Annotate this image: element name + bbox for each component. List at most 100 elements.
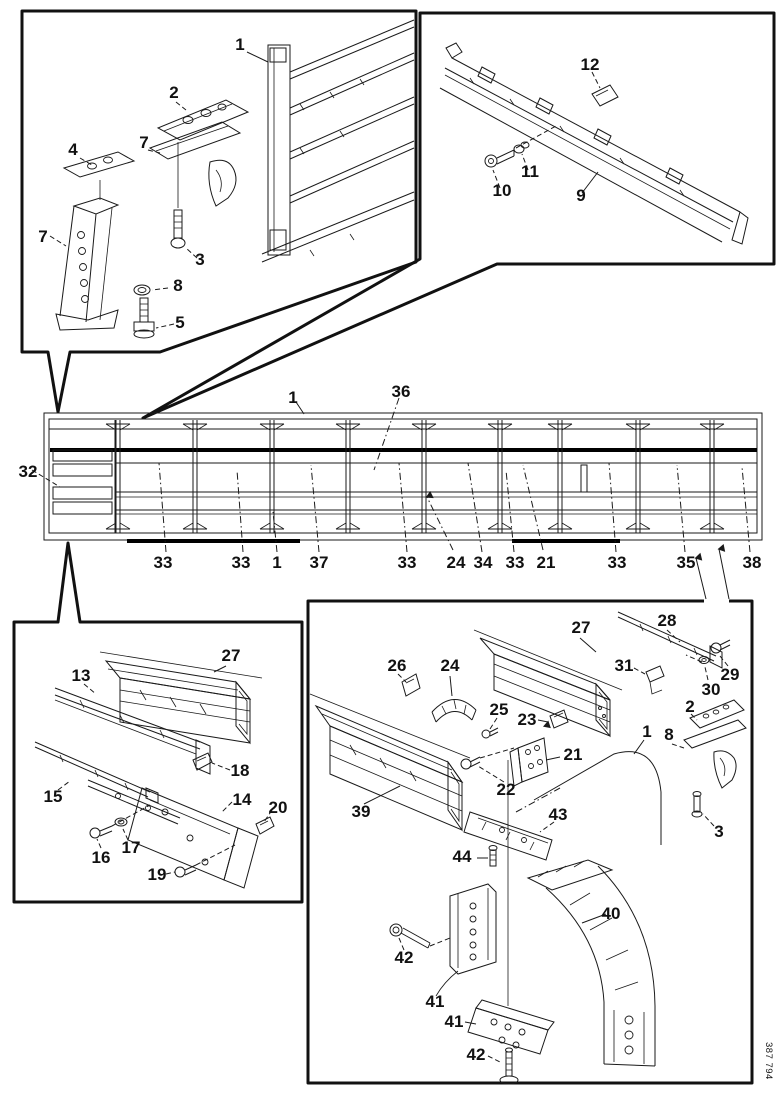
part-long-rail-drawing	[439, 42, 749, 245]
callout-20: 20	[269, 798, 288, 817]
part-plate-drawing	[689, 699, 745, 729]
callout-1: 1	[272, 553, 281, 572]
drawing-number: 387 794	[763, 1042, 774, 1080]
part-bracket-drawing	[148, 121, 242, 207]
callout-22: 22	[497, 780, 516, 799]
part-rail-drawing	[617, 611, 723, 669]
part-washer-drawing	[698, 656, 710, 664]
callout-33: 33	[232, 553, 251, 572]
part-gusset-plate-drawing	[127, 787, 259, 889]
part-shim-drawing	[255, 816, 275, 835]
part-channel-beam-drawing	[99, 651, 263, 745]
callout-43: 43	[549, 805, 568, 824]
part-shim-drawing	[192, 752, 213, 771]
frame-leader-lines	[31, 397, 751, 553]
callout-4: 4	[68, 140, 78, 159]
callout-41: 41	[426, 992, 445, 1011]
part-bolt-drawing	[710, 639, 731, 654]
callout-21: 21	[564, 745, 583, 764]
callout-13: 13	[72, 666, 91, 685]
part-bracket-drawing	[683, 719, 747, 789]
callout-19: 19	[148, 865, 167, 884]
callout-10: 10	[493, 181, 512, 200]
callout-1: 1	[235, 35, 244, 54]
callout-32: 32	[19, 462, 38, 481]
callout-25: 25	[490, 700, 509, 719]
callout-42: 42	[467, 1045, 486, 1064]
callout-35: 35	[677, 553, 696, 572]
callout-1: 1	[642, 722, 651, 741]
callout-7: 7	[139, 133, 148, 152]
part-wear-plate-drawing	[449, 883, 497, 975]
part-nut-drawing	[114, 817, 128, 827]
callout-3: 3	[714, 822, 723, 841]
part-bolt-drawing	[691, 791, 703, 818]
callout-37: 37	[310, 553, 329, 572]
callout-12: 12	[581, 55, 600, 74]
inset-box-3	[12, 541, 304, 904]
callout-34: 34	[474, 553, 493, 572]
part-nut-drawing	[133, 284, 151, 296]
callout-33: 33	[506, 553, 525, 572]
part-small-plate-drawing	[591, 71, 619, 107]
callout-9: 9	[576, 186, 585, 205]
callout-31: 31	[615, 656, 634, 675]
callout-40: 40	[602, 904, 621, 923]
callout-8: 8	[173, 276, 182, 295]
callout-27: 27	[572, 618, 591, 637]
part-plate-drawing	[156, 99, 250, 141]
callout-36: 36	[392, 382, 411, 401]
main-frame-drawing	[31, 397, 763, 553]
callout-39: 39	[352, 802, 371, 821]
callout-14: 14	[233, 790, 252, 809]
callout-38: 38	[743, 553, 762, 572]
part-arch-bracket-drawing	[526, 859, 656, 1067]
callout-33: 33	[608, 553, 627, 572]
part-bolt-drawing	[499, 1047, 519, 1085]
part-bolt-drawing	[170, 209, 186, 249]
part-bolt-drawing	[89, 825, 113, 839]
callout-44: 44	[453, 847, 472, 866]
part-small-plate-drawing	[62, 151, 136, 178]
callout-41: 41	[445, 1012, 464, 1031]
inset-box-4	[306, 543, 754, 1085]
part-rail-end-drawing	[515, 751, 662, 845]
part-strip-drawing	[87, 779, 181, 825]
part-bolt-drawing	[488, 845, 498, 867]
callout-21: 21	[537, 553, 556, 572]
part-bolt-drawing	[481, 727, 499, 739]
callout-11: 11	[521, 162, 539, 181]
callout-labels: 1 2 7 4 7 3 8 5 12 10 11 9 1 36 32 33 33…	[19, 35, 762, 1064]
crossmembers-drawing	[105, 420, 725, 533]
part-strip-drawing	[34, 741, 159, 804]
callout-26: 26	[388, 656, 407, 675]
part-support-leg-drawing	[55, 197, 120, 331]
callout-27: 27	[222, 646, 241, 665]
callout-2: 2	[685, 697, 694, 716]
part-washer-drawing	[513, 141, 530, 154]
part-bracket-drawing	[509, 737, 549, 787]
callout-33: 33	[398, 553, 417, 572]
callout-5: 5	[175, 313, 184, 332]
part-shim-drawing	[401, 673, 421, 697]
callout-23: 23	[518, 710, 537, 729]
part-rail-drawing	[54, 687, 211, 775]
callout-7: 7	[38, 227, 47, 246]
part-saddle-drawing	[431, 699, 477, 723]
part-channel-beam-drawing	[309, 693, 471, 832]
callout-2: 2	[169, 83, 178, 102]
callout-15: 15	[44, 787, 63, 806]
part-bolt-drawing	[460, 756, 481, 770]
part-bolt-drawing	[484, 149, 515, 168]
callout-17: 17	[122, 838, 141, 857]
callout-18: 18	[231, 761, 250, 780]
part-plate-drawing	[463, 811, 553, 861]
part-shim-drawing	[549, 709, 569, 729]
callout-28: 28	[658, 611, 677, 630]
callout-24: 24	[447, 553, 466, 572]
callout-16: 16	[92, 848, 111, 867]
part-bolt-drawing	[389, 923, 451, 949]
inset-box-2	[141, 11, 776, 420]
part-frame-corner-drawing	[261, 19, 415, 263]
